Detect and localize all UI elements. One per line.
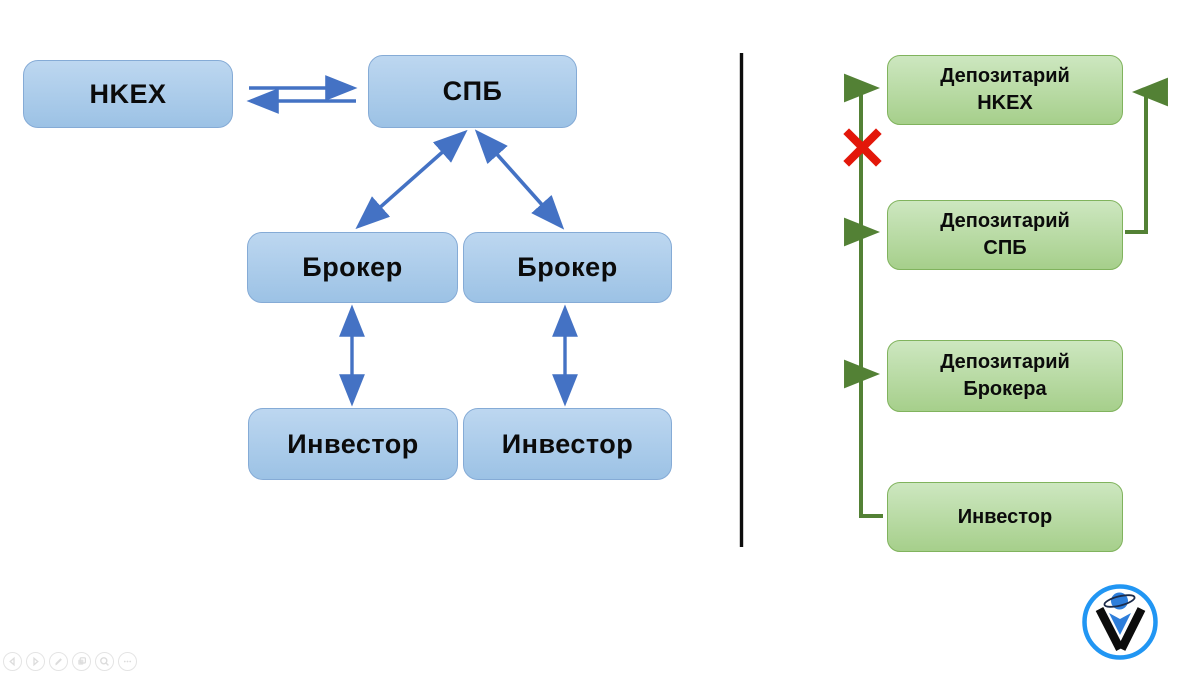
node-dep-spb-label: Депозитарий СПБ xyxy=(940,210,1070,259)
node-investor-2-label: Инвестор xyxy=(501,428,634,459)
spb-broker2-arrow xyxy=(474,129,565,230)
node-dep-investor: Инвестор xyxy=(887,482,1123,552)
node-hkex-label: HKEX xyxy=(89,78,167,109)
node-dep-investor-label: Инвестор xyxy=(957,505,1053,528)
node-broker-2-label: Брокер xyxy=(517,252,618,282)
node-spb-label: СПБ xyxy=(442,76,503,106)
node-investor-2: Инвестор xyxy=(463,408,672,480)
zoom-icon xyxy=(100,657,109,666)
more-button[interactable] xyxy=(118,652,137,671)
next-slide-button[interactable] xyxy=(26,652,45,671)
zoom-button[interactable] xyxy=(95,652,114,671)
frames-icon xyxy=(78,657,86,665)
presentation-toolbar xyxy=(3,652,137,671)
node-investor-1-label: Инвестор xyxy=(287,428,419,459)
node-dep-hkex: Депозитарий HKEX xyxy=(887,55,1123,125)
v-planet-logo xyxy=(1082,584,1158,660)
node-broker-2: Брокер xyxy=(463,232,672,303)
next-arrow-icon xyxy=(33,656,39,667)
edit-pencil-icon xyxy=(55,658,62,666)
node-broker-1: Брокер xyxy=(247,232,458,303)
node-spb: СПБ xyxy=(368,55,577,128)
dep-spb-to-dep-hkex-arrow xyxy=(1125,77,1168,234)
more-dots-icon xyxy=(123,660,132,663)
node-broker-1-label: Брокер xyxy=(302,252,403,282)
spb-broker1-arrow xyxy=(355,129,468,230)
prev-arrow-icon xyxy=(9,656,15,667)
edit-button[interactable] xyxy=(49,652,68,671)
node-investor-1: Инвестор xyxy=(248,408,458,480)
node-dep-broker-label: Депозитарий Брокера xyxy=(940,351,1070,400)
node-dep-broker: Депозитарий Брокера xyxy=(887,340,1123,412)
frames-button[interactable] xyxy=(72,652,91,671)
red-x-icon xyxy=(843,128,882,167)
prev-slide-button[interactable] xyxy=(3,652,22,671)
node-dep-spb: Депозитарий СПБ xyxy=(887,200,1123,270)
node-hkex: HKEX xyxy=(23,60,233,128)
node-dep-hkex-label: Депозитарий HKEX xyxy=(940,65,1070,114)
